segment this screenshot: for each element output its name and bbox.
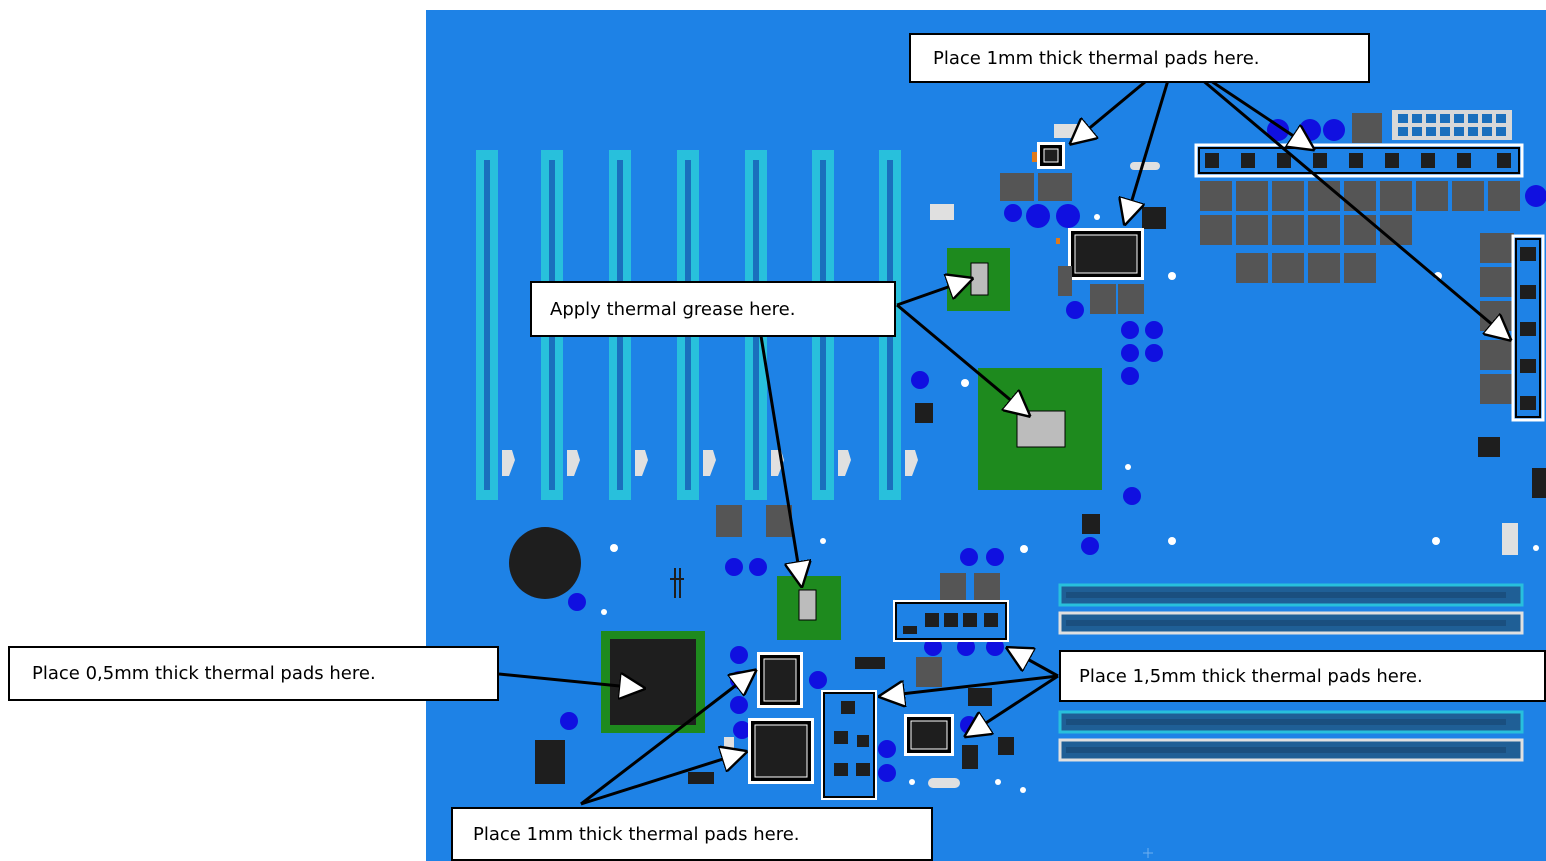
callout-top-1mm: Place 1mm thick thermal pads here. bbox=[909, 33, 1370, 83]
arrow bbox=[498, 674, 640, 688]
chipset-small-die bbox=[970, 262, 989, 296]
pcie-slot bbox=[476, 150, 515, 500]
callout-bottom-1mm: Place 1mm thick thermal pads here. bbox=[451, 807, 933, 861]
callout-left-0-5mm: Place 0,5mm thick thermal pads here. bbox=[8, 646, 499, 701]
cmos-battery bbox=[509, 527, 581, 599]
callout-arrows bbox=[498, 55, 1507, 806]
ram-slots bbox=[1058, 583, 1524, 762]
arrow bbox=[896, 280, 968, 307]
callout-right-1-5mm: Place 1,5mm thick thermal pads here. bbox=[1059, 650, 1546, 702]
mosfet-column-right bbox=[1511, 234, 1545, 422]
arrow bbox=[1126, 56, 1177, 220]
callout-thermal-grease: Apply thermal grease here. bbox=[530, 281, 896, 337]
arrow bbox=[1174, 55, 1507, 337]
audio-chip-die bbox=[798, 589, 817, 621]
arrow bbox=[969, 674, 1059, 734]
chipset-large-die bbox=[1016, 410, 1066, 448]
arrow bbox=[580, 673, 752, 806]
arrow bbox=[759, 335, 801, 582]
arrow bbox=[1011, 650, 1059, 678]
io-chip bbox=[610, 639, 696, 725]
power-connector bbox=[1392, 110, 1512, 140]
arrow bbox=[884, 674, 1059, 696]
arrow bbox=[580, 753, 742, 806]
arrow bbox=[896, 303, 1026, 413]
